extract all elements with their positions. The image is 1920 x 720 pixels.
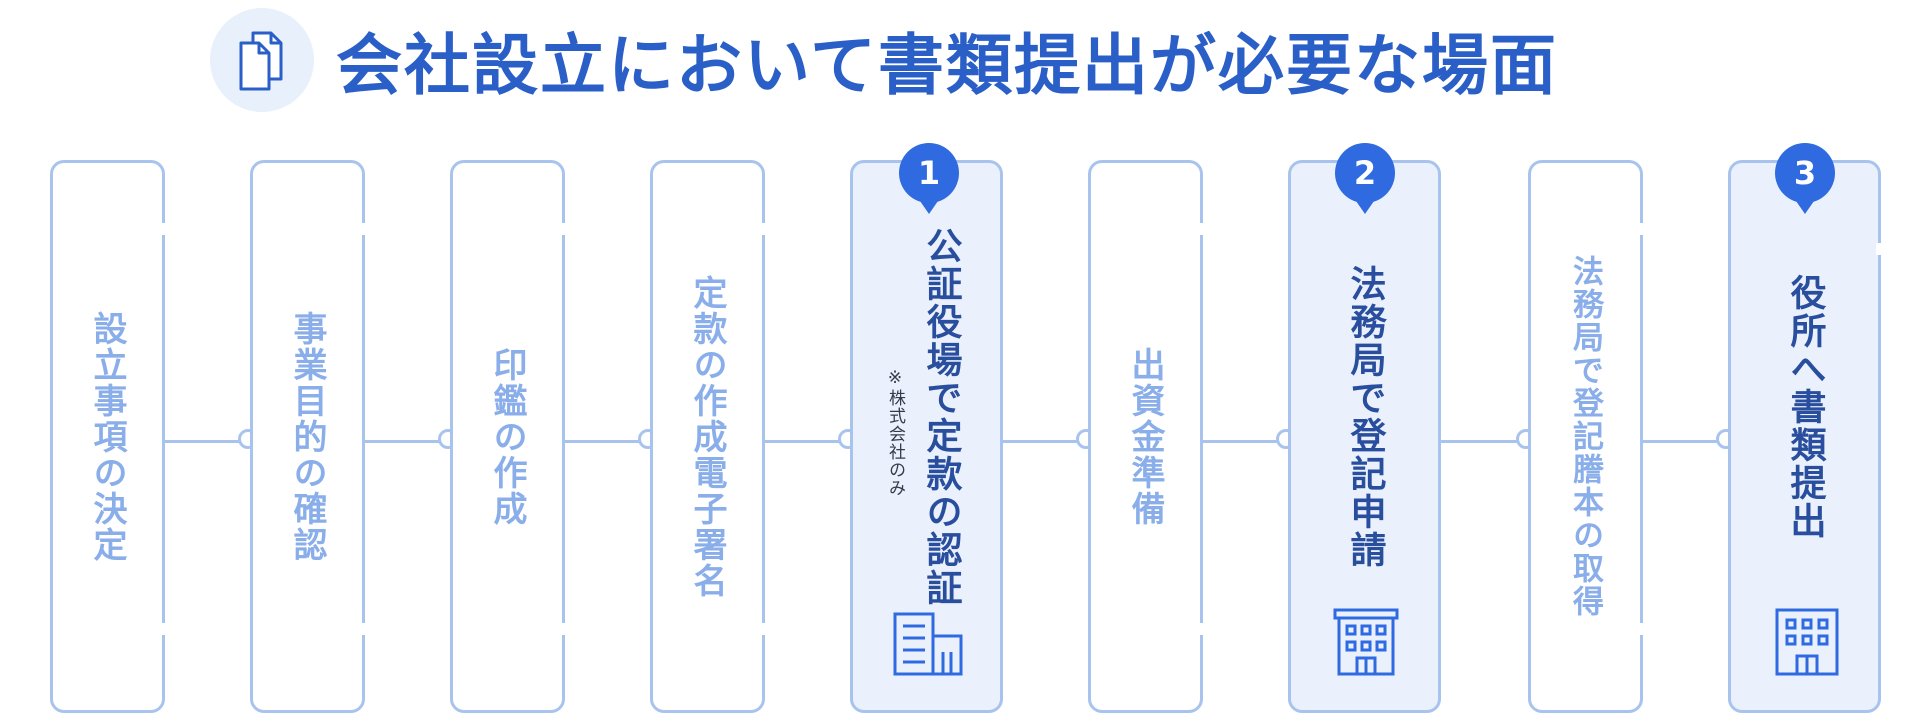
connector bbox=[362, 440, 452, 443]
step-card-6: 出資金準備 bbox=[1088, 160, 1204, 713]
step-card-2: 事業目的の確認 bbox=[250, 160, 366, 713]
step-number-badge: 3 bbox=[1775, 143, 1835, 214]
connector bbox=[162, 440, 252, 443]
step-label: 定款の作成電子署名 bbox=[687, 274, 727, 599]
step-label: 法務局で登記謄本の取得 bbox=[1567, 255, 1603, 618]
government-building-icon bbox=[1329, 606, 1403, 682]
step-card-1: 設立事項の決定 bbox=[50, 160, 166, 713]
step-label: 公証役場で定款の認証 bbox=[920, 226, 962, 607]
connector bbox=[762, 440, 852, 443]
connector bbox=[1200, 440, 1292, 443]
step-card-9: 3 役所へ書類提出 bbox=[1728, 143, 1882, 713]
connector bbox=[1640, 440, 1730, 443]
step-note: ※株式会社のみ bbox=[885, 368, 905, 497]
step-card-3: 印鑑の作成 bbox=[450, 160, 566, 713]
step-number-badge: 2 bbox=[1335, 143, 1395, 214]
office-building-icon bbox=[891, 608, 965, 682]
connector bbox=[1000, 440, 1090, 443]
step-label: 法務局で登記申請 bbox=[1344, 264, 1386, 569]
step-card-5: 1 公証役場で定款の認証 ※株式会社のみ bbox=[850, 143, 1003, 713]
connector bbox=[1440, 440, 1530, 443]
header: 会社設立において書類提出が必要な場面 bbox=[210, 8, 1559, 112]
step-card-7: 2 法務局で登記申請 bbox=[1288, 143, 1441, 713]
step-card-4: 定款の作成電子署名 bbox=[650, 160, 766, 713]
step-card-8: 法務局で登記謄本の取得 bbox=[1528, 160, 1644, 713]
step-label: 印鑑の作成 bbox=[487, 346, 527, 527]
step-label: 事業目的の確認 bbox=[287, 310, 327, 563]
step-label: 役所へ書類提出 bbox=[1784, 273, 1826, 540]
municipal-office-icon bbox=[1771, 606, 1843, 682]
connector bbox=[562, 440, 652, 443]
documents-icon bbox=[210, 8, 314, 112]
step-number-badge: 1 bbox=[899, 143, 959, 214]
page-title: 会社設立において書類提出が必要な場面 bbox=[336, 27, 1559, 104]
step-label: 出資金準備 bbox=[1125, 346, 1165, 527]
step-label: 設立事項の決定 bbox=[87, 310, 127, 563]
